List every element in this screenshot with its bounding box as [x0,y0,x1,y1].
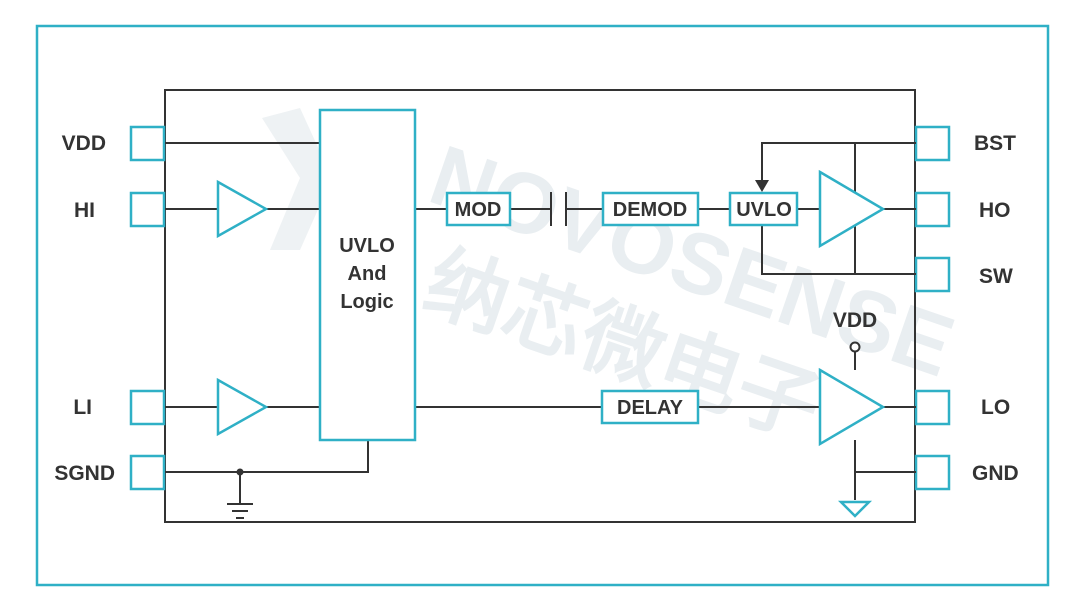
pin-label-sw: SW [979,265,1013,288]
pin-lo [914,389,951,426]
pin-label-bst: BST [974,132,1016,155]
wires [165,142,916,504]
supply-terminal-icon [849,341,861,353]
logic-label-line1: UVLO [339,235,395,257]
mod-block [445,191,512,227]
junction-dot [236,468,244,476]
pin-sw [914,256,951,293]
pin-bst [914,125,951,162]
high-side-driver-icon [818,169,886,249]
pin-sgnd [129,454,166,491]
hi-input-buffer-icon [216,179,269,239]
chip-outline [164,89,916,523]
demod-label: DEMOD [613,199,687,221]
low-side-driver-icon [818,367,886,447]
delay-label: DELAY [617,397,684,419]
delay-block [600,389,700,425]
pin-li [129,389,166,426]
ground-icon [227,503,253,519]
pin-label-vdd: VDD [62,132,106,155]
bst-arrow-icon [755,180,769,192]
pin-hi [129,191,166,228]
supply-label-vdd: VDD [833,309,877,332]
uvlo-and-logic-block [318,108,417,442]
pin-gnd [914,454,951,491]
pin-label-sgnd: SGND [54,462,115,485]
pin-label-gnd: GND [972,462,1019,485]
uvlo-label: UVLO [736,199,792,221]
demod-block [601,191,700,227]
logic-label-line3: Logic [340,291,393,313]
uvlo-block [728,191,799,227]
pin-label-hi: HI [74,199,95,222]
pin-vdd [129,125,166,162]
gnd-triangle-icon [837,500,873,518]
pin-label-li: LI [73,396,92,419]
pin-label-lo: LO [981,396,1010,419]
pin-ho [914,191,951,228]
outer-frame [35,24,1050,587]
pin-label-ho: HO [979,199,1011,222]
logic-label-line2: And [348,263,387,285]
mod-label: MOD [455,199,502,221]
li-input-buffer-icon [216,377,269,437]
